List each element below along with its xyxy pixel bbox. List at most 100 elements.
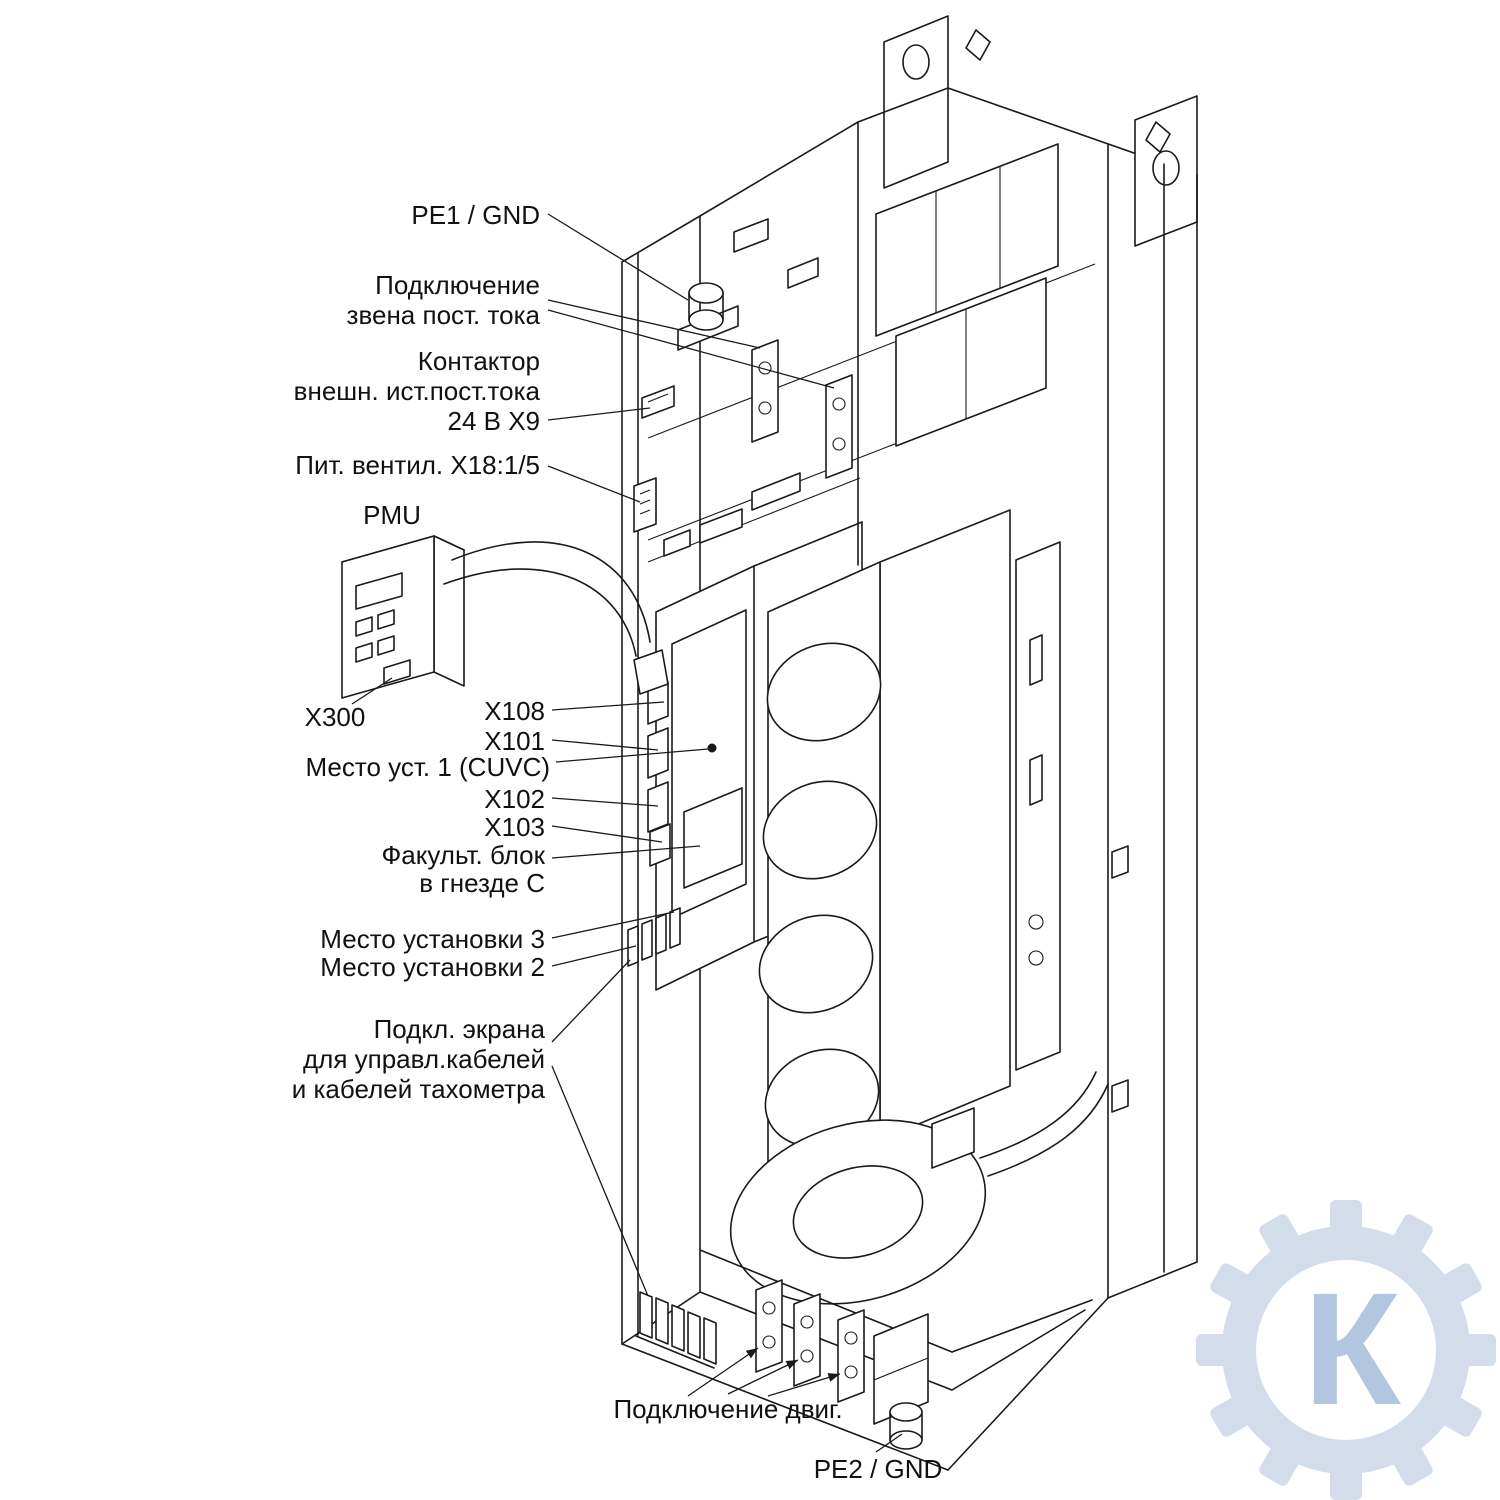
leader-slot1 — [555, 748, 709, 763]
x102-connector — [647, 781, 669, 833]
leader-motor-2 — [727, 1359, 799, 1395]
pe1-stud — [677, 282, 739, 351]
leader-x108 — [551, 701, 665, 711]
label-slot3: Место установки 3 — [320, 924, 545, 954]
label-contactor-line3: 24 В X9 — [447, 406, 540, 436]
electronics-cage — [627, 521, 863, 991]
small-component-d — [699, 508, 743, 544]
right-wall-tabs — [1111, 845, 1129, 1113]
slot1-marker-dot — [707, 743, 717, 753]
capacitor-3 — [758, 914, 874, 1014]
mounting-hole-right — [1152, 150, 1180, 186]
label-x300: X300 — [305, 702, 366, 732]
x300-connector — [383, 659, 411, 685]
label-slot1-cuvc: Место уст. 1 (CUVC) — [305, 752, 550, 782]
small-component-e — [751, 472, 801, 511]
x9-connector — [641, 385, 675, 419]
small-component-b — [787, 257, 819, 289]
leader-x300 — [351, 677, 393, 705]
contactor-block-lower — [895, 277, 1047, 447]
shield-comb-bottom — [635, 1291, 717, 1369]
capacitor-bank — [758, 509, 1061, 1189]
leader-lines — [351, 213, 903, 1453]
gear-center — [1256, 1260, 1436, 1440]
output-choke — [729, 1071, 1109, 1305]
upper-interior — [633, 143, 1059, 557]
watermark-gear: К — [1196, 1200, 1496, 1500]
pmu-panel — [341, 535, 669, 699]
leader-motor-1 — [687, 1347, 759, 1397]
small-component-a — [733, 218, 769, 253]
capacitor-2 — [762, 780, 878, 880]
leader-slot2 — [551, 945, 637, 967]
pmu-cable-connector — [633, 649, 669, 695]
leader-pe2 — [875, 1433, 903, 1453]
bent-tab-right — [1145, 121, 1171, 153]
label-contactor-line1: Контактор — [418, 346, 540, 376]
capacitor-1 — [766, 642, 882, 742]
label-pmu: PMU — [363, 500, 421, 530]
label-x103: X103 — [484, 812, 545, 842]
capacitor-holder — [879, 509, 1011, 1141]
label-shield-line1: Подкл. экрана — [374, 1014, 546, 1044]
label-pe1-gnd: PE1 / GND — [411, 200, 540, 230]
watermark-letter: К — [1303, 1259, 1401, 1438]
pe2-stud — [889, 1430, 923, 1450]
leader-motor-3 — [767, 1373, 841, 1397]
leader-contactor — [547, 407, 651, 421]
right-mounting-panel — [1015, 541, 1061, 1071]
choke-cable — [979, 1071, 1097, 1159]
dc-link-busbars — [751, 339, 853, 479]
x18-fan-connector — [633, 477, 657, 533]
pmu-side-face — [433, 535, 465, 687]
leader-dc-link-1 — [547, 299, 761, 349]
label-option-block-line1: Факульт. блок — [381, 840, 545, 870]
label-x101: X101 — [484, 726, 545, 756]
panel-slot-1 — [1029, 634, 1043, 686]
pe2-terminal-block — [873, 1313, 929, 1450]
panel-screw-2 — [1028, 950, 1044, 966]
leader-pe1 — [547, 213, 689, 301]
callout-labels: PE1 / GND Подключение звена пост. тока К… — [292, 200, 943, 1484]
label-dc-link-line2: звена пост. тока — [347, 300, 541, 330]
label-option-block-line2: в гнезде C — [419, 868, 545, 898]
bottom-terminals — [635, 1249, 1093, 1450]
pmu-buttons — [355, 609, 395, 663]
motor-lug-3 — [837, 1309, 865, 1403]
bent-tab-top — [965, 29, 991, 61]
motor-lug-1 — [755, 1279, 783, 1373]
contactor-block-upper — [875, 143, 1059, 337]
label-x108: X108 — [484, 696, 545, 726]
leader-x102 — [551, 797, 659, 807]
panel-slot-2 — [1029, 754, 1043, 806]
label-dc-link-line1: Подключение — [375, 270, 540, 300]
slot-shield-comb — [627, 907, 681, 967]
x103-connector — [649, 823, 671, 867]
leader-dc-link-2 — [547, 309, 835, 389]
choke-clamp — [931, 1107, 975, 1169]
option-board-slot-c — [683, 787, 743, 889]
leader-shield-down — [551, 1065, 649, 1297]
leader-x101 — [551, 739, 659, 751]
leader-option-block — [551, 845, 701, 859]
mounting-ear-right — [1134, 95, 1198, 247]
label-slot2: Место установки 2 — [320, 952, 545, 982]
label-fan-supply: Пит. вентил. X18:1/5 — [295, 450, 540, 480]
small-component-c — [663, 529, 691, 557]
mounting-hole-top — [902, 44, 930, 80]
label-contactor-line2: внешн. ист.пост.тока — [294, 376, 541, 406]
choke-ring-inner — [792, 1165, 924, 1259]
label-shield-line3: и кабелей тахометра — [292, 1074, 546, 1104]
label-pe2-gnd: PE2 / GND — [814, 1454, 943, 1484]
frame-lines — [621, 87, 1198, 1471]
label-shield-line2: для управл.кабелей — [303, 1044, 545, 1074]
leader-slot3 — [551, 911, 675, 939]
mounting-ear-top — [883, 15, 949, 189]
leader-shield-up — [551, 959, 631, 1043]
label-motor-connection: Подключение двиг. — [613, 1394, 842, 1424]
pmu-display — [355, 572, 403, 610]
motor-lug-2 — [793, 1293, 821, 1387]
leader-fan — [547, 465, 641, 503]
